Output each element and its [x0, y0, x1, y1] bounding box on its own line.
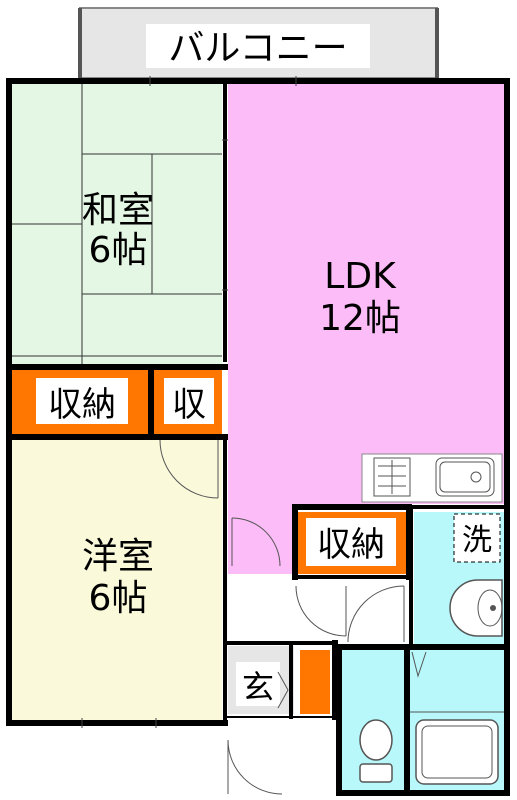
- storage-a-label: 収納: [48, 385, 116, 425]
- toilet-room: [342, 650, 404, 790]
- washroom: 洗: [414, 512, 504, 644]
- stove-icon: [373, 457, 411, 497]
- hall-doors: [231, 517, 405, 643]
- storage-c: 収納: [298, 512, 406, 574]
- ldk-area: [228, 84, 504, 504]
- tatami-lines: [12, 84, 222, 364]
- yoshitsu-area: [12, 440, 222, 720]
- entrance-label: 玄: [242, 668, 274, 706]
- bathroom: [410, 650, 504, 790]
- laundry-label: 洗: [462, 523, 492, 558]
- washitsu-label: 和室: [82, 190, 154, 231]
- yoshitsu-label: 洋室: [82, 536, 154, 577]
- ldk-size: 12帖: [319, 298, 401, 339]
- bathtub-icon: [415, 719, 499, 785]
- balcony: バルコニー: [78, 7, 439, 79]
- room-washitsu: 和室 6帖: [12, 84, 222, 364]
- ldk-label: LDK: [324, 256, 397, 297]
- kitchen-counter: [361, 453, 503, 503]
- shoe-storage: [300, 650, 330, 714]
- washitsu-size: 6帖: [89, 230, 148, 271]
- toilet-icon: [359, 719, 393, 783]
- storage-b: 収: [154, 370, 222, 434]
- window-marks: [81, 76, 297, 728]
- laundry-space: [453, 513, 501, 563]
- yoshitsu-size: 6帖: [89, 578, 148, 619]
- storage-b-label: 収: [172, 385, 206, 425]
- hallway: [228, 580, 408, 640]
- washbasin-icon: [449, 579, 503, 637]
- ldk-lower-area: [228, 504, 294, 574]
- entrance: 玄: [227, 646, 330, 795]
- balcony-label: バルコニー: [168, 28, 347, 69]
- walls: [6, 78, 510, 796]
- room-ldk: LDK 12帖: [228, 84, 504, 574]
- entrance-door: [227, 671, 289, 795]
- storage-c-label: 収納: [317, 525, 385, 565]
- sink-icon: [435, 457, 495, 497]
- storage-a: 収納: [12, 370, 148, 434]
- room-yoshitsu: 洋室 6帖: [12, 439, 222, 720]
